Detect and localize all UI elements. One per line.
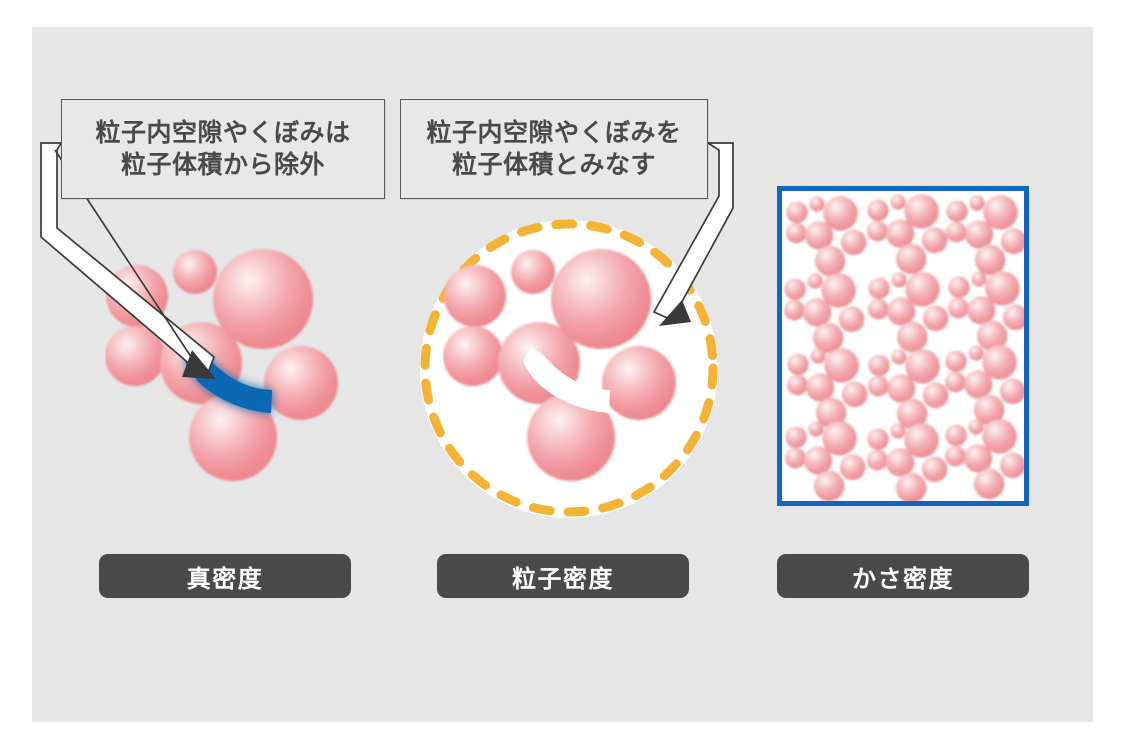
void-wedge-white [523, 346, 610, 413]
bulk-density-container [777, 186, 1029, 506]
label-particle-density: 粒子密度 [437, 554, 689, 598]
cluster-true-density [105, 243, 357, 495]
cluster-particle-density-graphic [443, 249, 676, 481]
cluster-true-density-graphic [105, 249, 338, 481]
callout-1-line-1: 粒子内空隙やくぼみは [95, 119, 351, 147]
label-bulk-density: かさ密度 [777, 554, 1029, 598]
bulk-density-graphic [784, 194, 1024, 501]
label-true-density-text: 真密度 [186, 565, 264, 593]
dashed-circle-icon [420, 219, 718, 517]
callout-2-line-1: 粒子内空隙やくぼみを [426, 119, 682, 147]
cluster-particle-density [420, 219, 718, 518]
label-bulk-density-text: かさ密度 [852, 565, 954, 593]
label-particle-density-text: 粒子密度 [512, 565, 614, 593]
label-true-density: 真密度 [99, 554, 351, 598]
callout-intraparticle-excluded: 粒子内空隙やくぼみは 粒子体積から除外 [61, 99, 385, 199]
callout-2-line-2: 粒子体積とみなす [451, 151, 656, 179]
callout-1-line-2: 粒子体積から除外 [120, 151, 325, 179]
callout-intraparticle-included: 粒子内空隙やくぼみを 粒子体積とみなす [400, 99, 708, 199]
